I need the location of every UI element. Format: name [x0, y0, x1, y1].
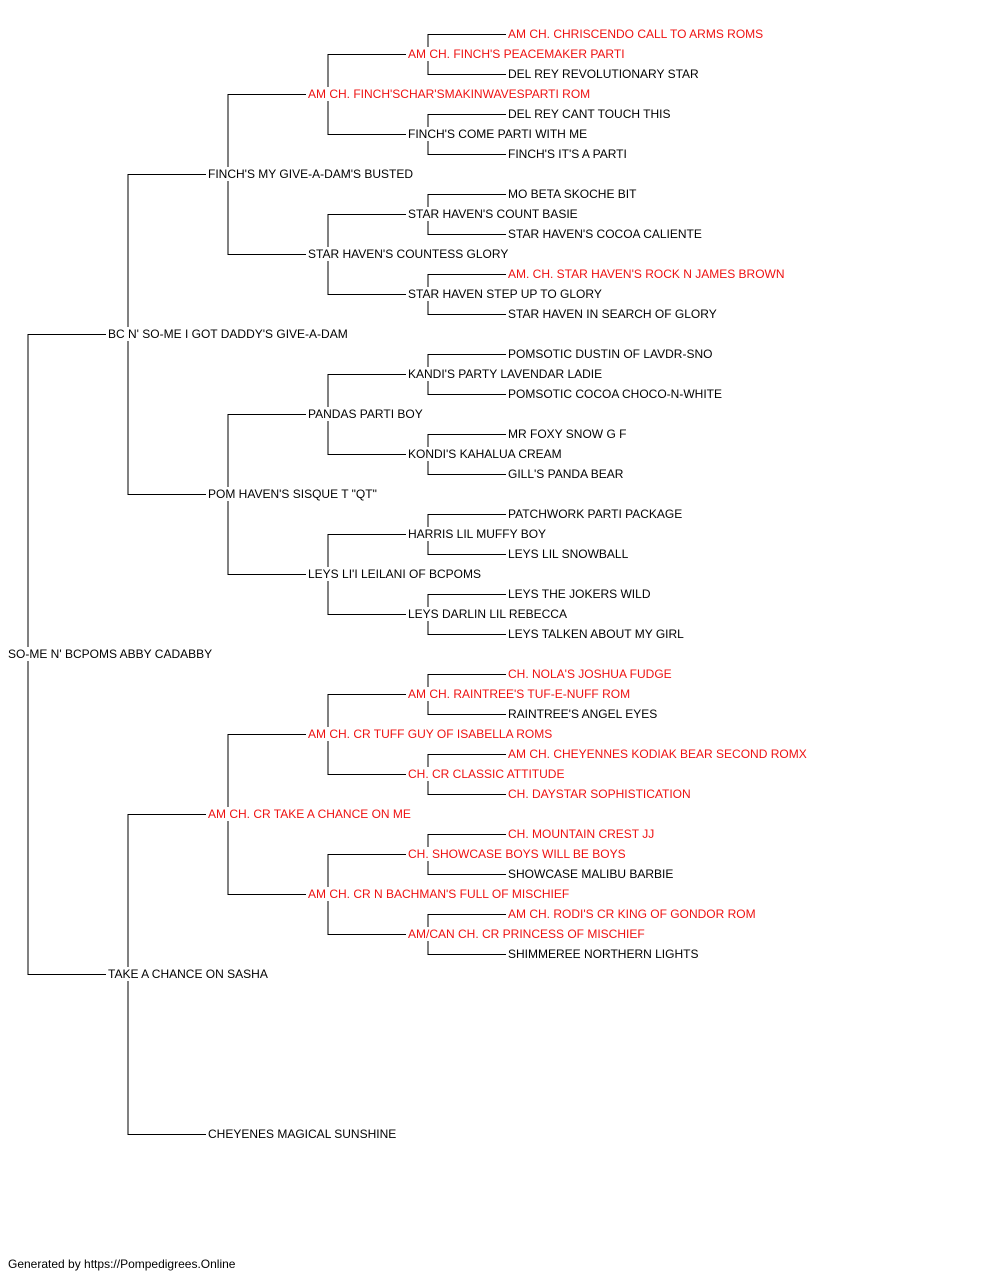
- pedigree-entry-gen5: PATCHWORK PARTI PACKAGE: [508, 506, 685, 521]
- connector-line: [327, 854, 406, 894]
- pedigree-entry-gen0: SO-ME N' BCPOMS ABBY CADABBY: [8, 646, 215, 661]
- connector-line: [227, 734, 306, 814]
- pedigree-entry-gen4: STAR HAVEN STEP UP TO GLORY: [408, 286, 604, 301]
- pedigree-entry-gen3: AM CH. CR N BACHMAN'S FULL OF MISCHIEF: [308, 886, 572, 901]
- pedigree-entry-gen2: AM CH. CR TAKE A CHANCE ON ME: [208, 806, 413, 821]
- pedigree-entry-gen1: BC N' SO-ME I GOT DADDY'S GIVE-A-DAM: [108, 326, 350, 341]
- connector-line: [27, 653, 106, 975]
- pedigree-entry-gen2: CHEYENES MAGICAL SUNSHINE: [208, 1126, 399, 1141]
- pedigree-entry-gen4: CH. CR CLASSIC ATTITUDE: [408, 766, 567, 781]
- connector-line: [127, 174, 206, 334]
- pedigree-entry-gen5: GILL'S PANDA BEAR: [508, 466, 626, 481]
- pedigree-entry-gen2: FINCH'S MY GIVE-A-DAM'S BUSTED: [208, 166, 416, 181]
- pedigree-entry-gen5: FINCH'S IT'S A PARTI: [508, 146, 629, 161]
- pedigree-entry-gen4: KONDI'S KAHALUA CREAM: [408, 446, 564, 461]
- pedigree-entry-gen5: DEL REY CANT TOUCH THIS: [508, 106, 673, 121]
- connector-line: [327, 534, 406, 574]
- pedigree-entry-gen5: STAR HAVEN'S COCOA CALIENTE: [508, 226, 704, 241]
- pedigree-entry-gen4: AM/CAN CH. CR PRINCESS OF MISCHIEF: [408, 926, 647, 941]
- connector-line: [227, 493, 306, 575]
- pedigree-entry-gen3: PANDAS PARTI BOY: [308, 406, 425, 421]
- pedigree-entry-gen5: CH. NOLA'S JOSHUA FUDGE: [508, 666, 674, 681]
- pedigree-entry-gen4: KANDI'S PARTY LAVENDAR LADIE: [408, 366, 605, 381]
- connector-line: [427, 933, 506, 955]
- pedigree-entry-gen4: CH. SHOWCASE BOYS WILL BE BOYS: [408, 846, 628, 861]
- pedigree-entry-gen4: STAR HAVEN'S COUNT BASIE: [408, 206, 580, 221]
- pedigree-entry-gen5: CH. DAYSTAR SOPHISTICATION: [508, 786, 693, 801]
- pedigree-entry-gen5: AM CH. CHEYENNES KODIAK BEAR SECOND ROMX: [508, 746, 809, 761]
- pedigree-entry-gen5: AM CH. CHRISCENDO CALL TO ARMS ROMS: [508, 26, 766, 41]
- connector-line: [127, 973, 206, 1135]
- pedigree-entry-gen3: AM CH. CR TUFF GUY OF ISABELLA ROMS: [308, 726, 555, 741]
- connector-line: [327, 93, 406, 135]
- pedigree-entry-gen5: POMSOTIC COCOA CHOCO-N-WHITE: [508, 386, 724, 401]
- pedigree-entry-gen5: LEYS THE JOKERS WILD: [508, 586, 653, 601]
- connector-line: [327, 573, 406, 615]
- footer-credit: Generated by https://Pompedigrees.Online: [8, 1257, 236, 1271]
- connector-line: [327, 253, 406, 295]
- pedigree-entry-gen5: LEYS LIL SNOWBALL: [508, 546, 631, 561]
- pedigree-entry-gen4: FINCH'S COME PARTI WITH ME: [408, 126, 590, 141]
- pedigree-entry-gen2: POM HAVEN'S SISQUE T "QT": [208, 486, 379, 501]
- pedigree-entry-gen5: AM CH. RODI'S CR KING OF GONDOR ROM: [508, 906, 758, 921]
- connector-line: [227, 414, 306, 494]
- pedigree-entry-gen4: HARRIS LIL MUFFY BOY: [408, 526, 549, 541]
- connector-line: [427, 213, 506, 235]
- connector-line: [427, 453, 506, 475]
- connector-line: [427, 773, 506, 795]
- pedigree-entry-gen5: POMSOTIC DUSTIN OF LAVDR-SNO: [508, 346, 715, 361]
- pedigree-entry-gen3: STAR HAVEN'S COUNTESS GLORY: [308, 246, 511, 261]
- pedigree-entry-gen5: SHIMMEREE NORTHERN LIGHTS: [508, 946, 701, 961]
- pedigree-entry-gen5: SHOWCASE MALIBU BARBIE: [508, 866, 676, 881]
- pedigree-entry-gen5: MR FOXY SNOW G F: [508, 426, 629, 441]
- connector-line: [427, 693, 506, 715]
- connector-line: [427, 53, 506, 75]
- pedigree-entry-gen5: LEYS TALKEN ABOUT MY GIRL: [508, 626, 686, 641]
- pedigree-entry-gen4: LEYS DARLIN LIL REBECCA: [408, 606, 569, 621]
- connector-line: [27, 334, 106, 654]
- connector-line: [427, 853, 506, 875]
- connector-line: [327, 214, 406, 254]
- pedigree-entry-gen3: LEYS LI'I LEILANI OF BCPOMS: [308, 566, 484, 581]
- pedigree-entry-gen4: AM CH. FINCH'S PEACEMAKER PARTI: [408, 46, 627, 61]
- pedigree-entry-gen5: CH. MOUNTAIN CREST JJ: [508, 826, 657, 841]
- connector-line: [327, 374, 406, 414]
- connector-line: [327, 733, 406, 775]
- pedigree-entry-gen1: TAKE A CHANCE ON SASHA: [108, 966, 270, 981]
- pedigree-entry-gen5: DEL REY REVOLUTIONARY STAR: [508, 66, 701, 81]
- connector-line: [427, 293, 506, 315]
- connector-line: [427, 613, 506, 635]
- connector-line: [227, 173, 306, 255]
- connector-line: [227, 813, 306, 895]
- connector-line: [427, 373, 506, 395]
- pedigree-entry-gen4: AM CH. RAINTREE'S TUF-E-NUFF ROM: [408, 686, 633, 701]
- connector-line: [127, 814, 206, 974]
- pedigree-entry-gen5: STAR HAVEN IN SEARCH OF GLORY: [508, 306, 719, 321]
- pedigree-entry-gen5: AM. CH. STAR HAVEN'S ROCK N JAMES BROWN: [508, 266, 787, 281]
- pedigree-entry-gen5: RAINTREE'S ANGEL EYES: [508, 706, 660, 721]
- connector-line: [327, 694, 406, 734]
- connector-line: [327, 893, 406, 935]
- connector-line: [427, 133, 506, 155]
- pedigree-entry-gen3: AM CH. FINCH'SCHAR'SMAKINWAVESPARTI ROM: [308, 86, 593, 101]
- connector-line: [427, 533, 506, 555]
- connector-line: [227, 94, 306, 174]
- connector-line: [327, 54, 406, 94]
- connector-line: [327, 413, 406, 455]
- pedigree-entry-gen5: MO BETA SKOCHE BIT: [508, 186, 639, 201]
- connector-line: [127, 333, 206, 495]
